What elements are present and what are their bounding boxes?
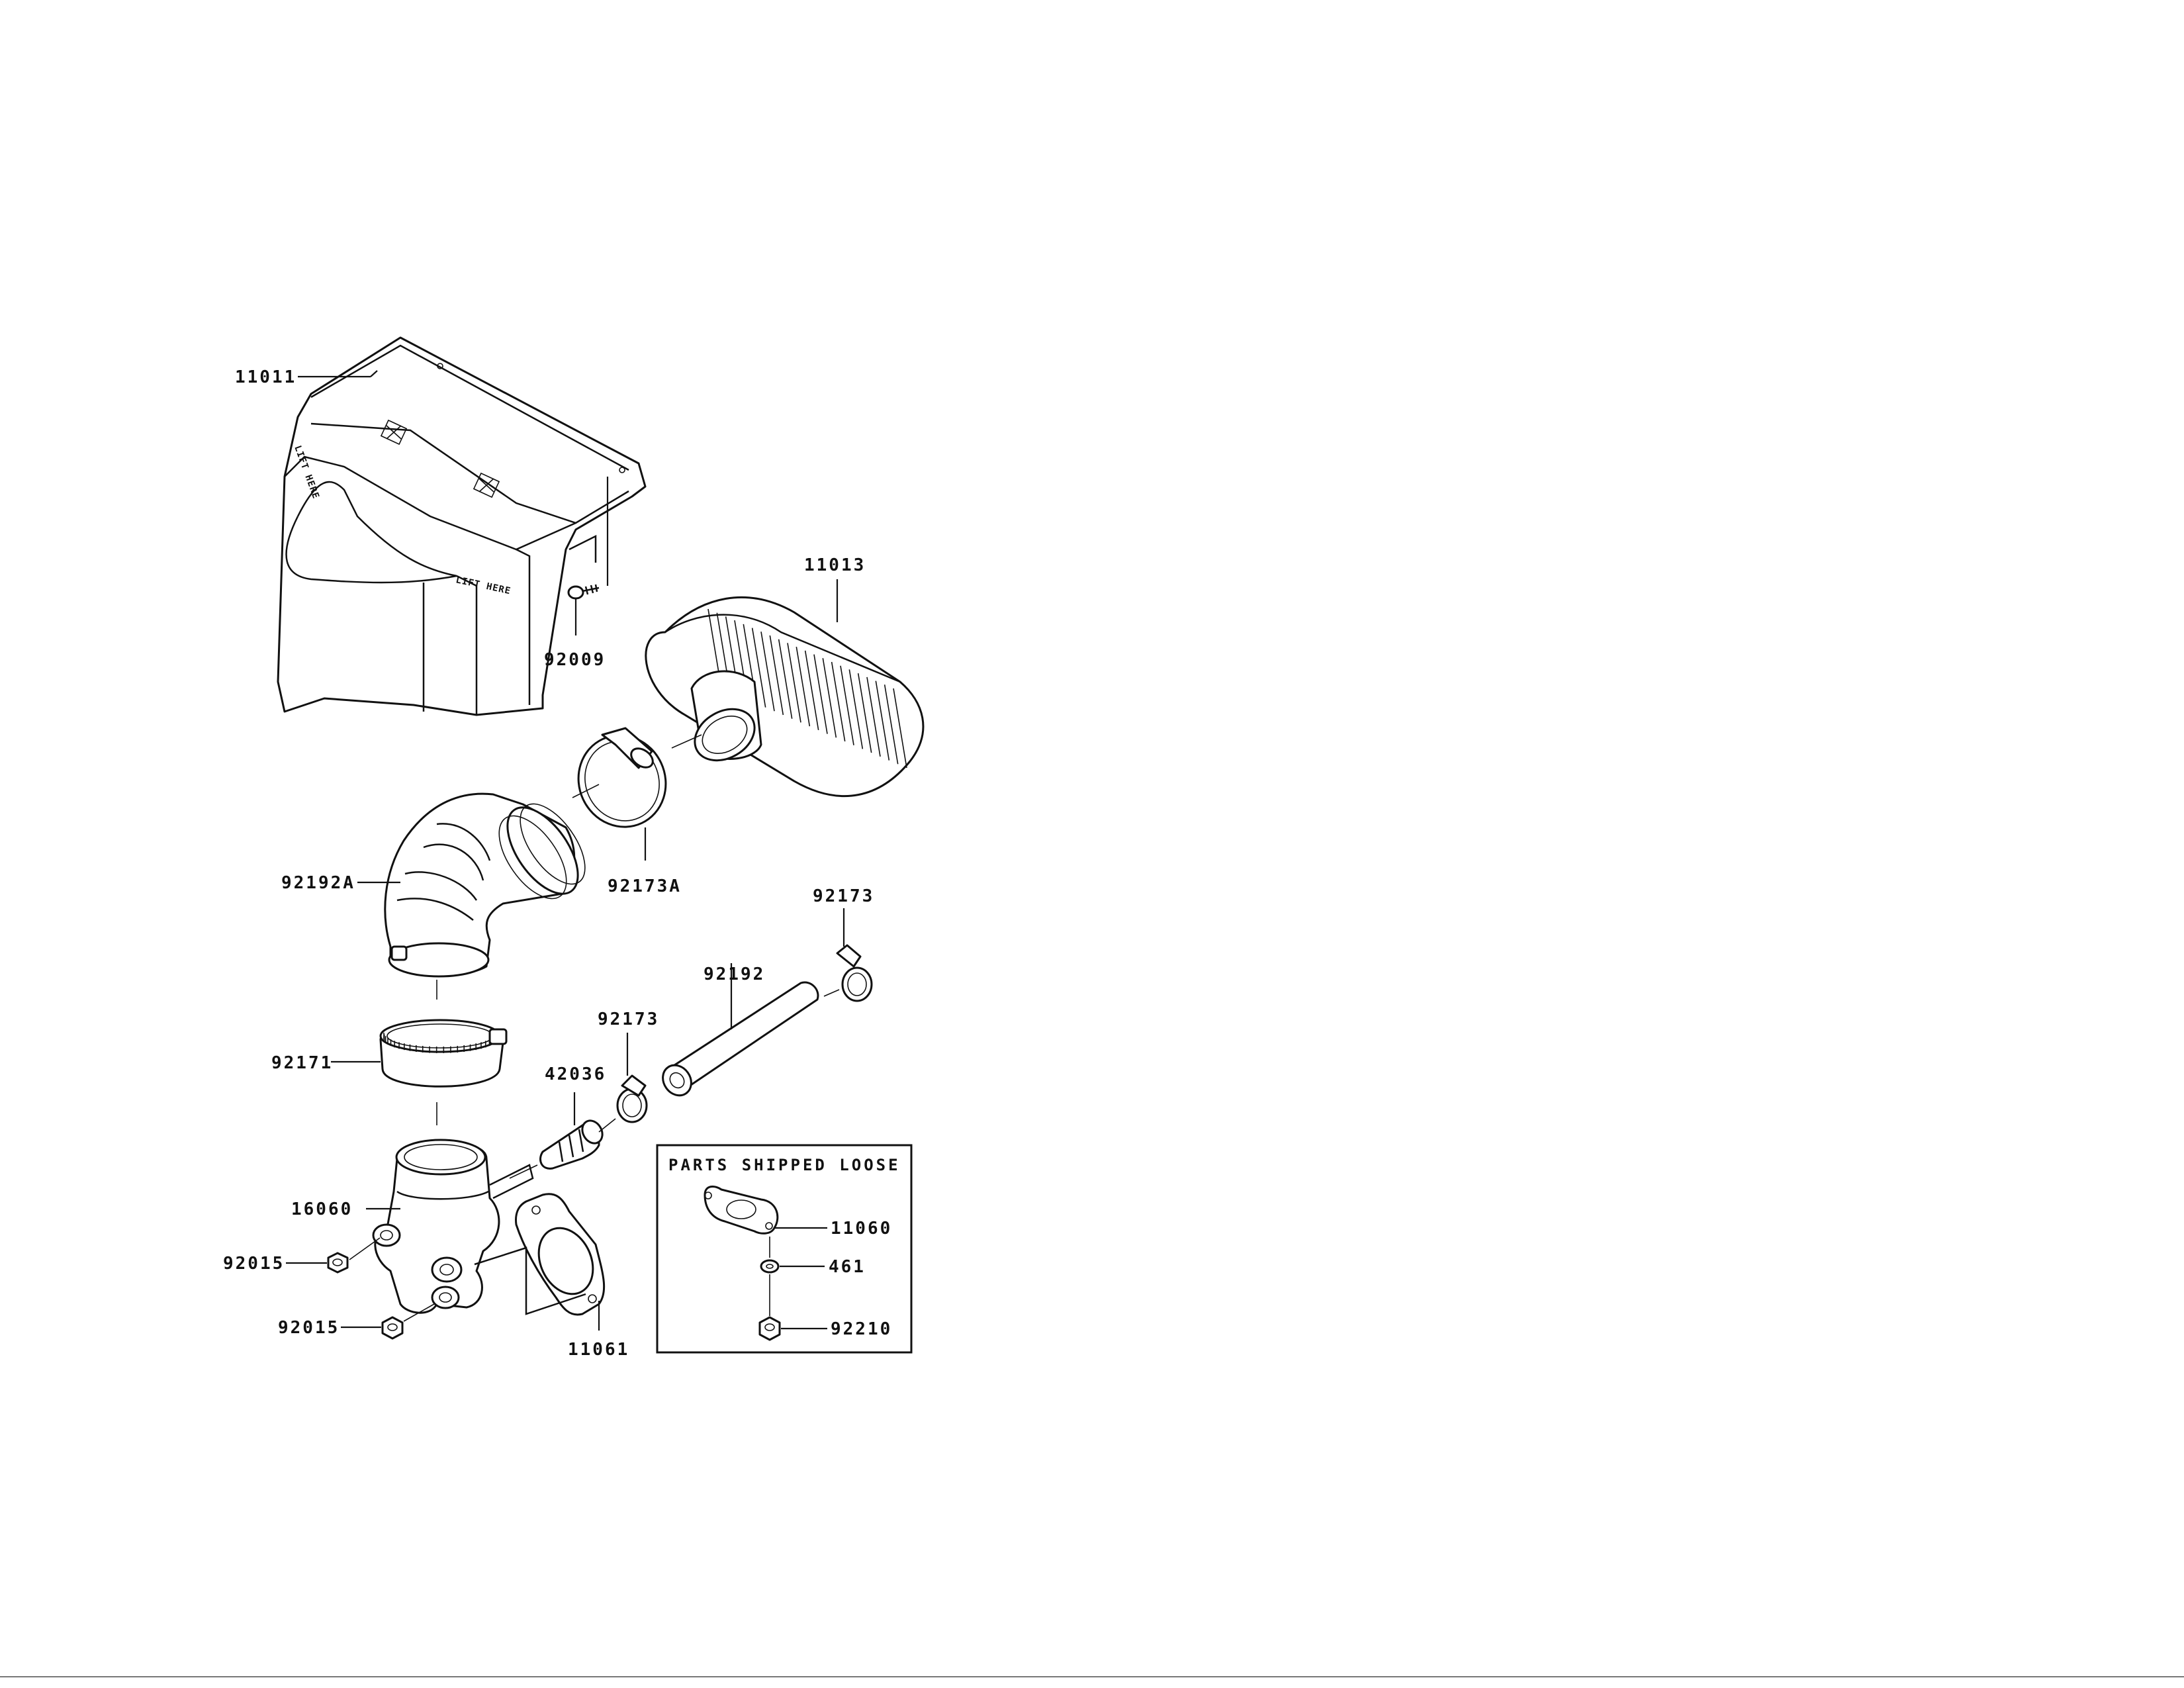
label-461: 461	[829, 1257, 866, 1277]
label-11011: 11011	[235, 367, 296, 387]
label-42036: 42036	[545, 1064, 606, 1084]
gasket-11061	[474, 1193, 606, 1331]
air-filter-element	[645, 579, 925, 798]
elbow-hose-92192A	[357, 792, 586, 1000]
screw-92009	[567, 477, 609, 635]
label-11013: 11013	[804, 555, 866, 575]
loose-box-title: PARTS SHIPPED LOOSE	[668, 1156, 901, 1174]
joint-16060	[366, 1139, 534, 1314]
clamp-92173-top	[823, 908, 873, 1002]
hose-92192	[662, 963, 819, 1097]
label-11060: 11060	[831, 1219, 892, 1239]
label-92210: 92210	[831, 1319, 892, 1339]
parts-shipped-loose-box	[656, 1144, 913, 1354]
label-92192A: 92192A	[281, 873, 355, 893]
label-16060: 16060	[291, 1199, 353, 1219]
label-92173-top: 92173	[813, 886, 874, 906]
clamp-92173A	[572, 727, 702, 861]
label-11061: 11061	[568, 1340, 629, 1360]
clamp-92173-middle	[598, 1033, 648, 1133]
label-92009: 92009	[544, 650, 606, 670]
label-92171: 92171	[271, 1053, 333, 1073]
air-cleaner-cover: LIFT HERE LIFT HERE	[277, 336, 647, 716]
label-92173A: 92173A	[608, 876, 682, 896]
nut-92015-upper	[286, 1237, 381, 1274]
label-92015-lower: 92015	[278, 1318, 340, 1338]
nut-92015-lower	[341, 1303, 435, 1340]
label-92173-middle: 92173	[598, 1009, 659, 1029]
label-92192: 92192	[704, 964, 765, 984]
clamp-92171	[331, 1019, 508, 1125]
label-92015-upper: 92015	[223, 1254, 285, 1274]
fitting-42036	[509, 1092, 604, 1179]
